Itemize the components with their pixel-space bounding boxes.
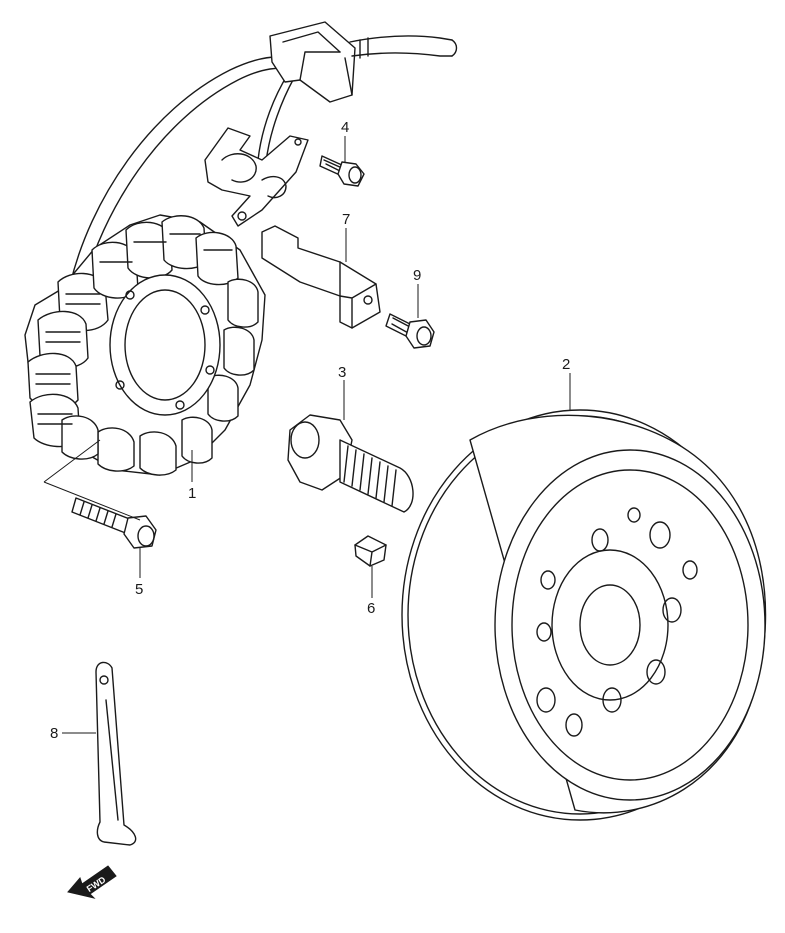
callout-7: 7 — [342, 211, 350, 228]
flywheel-rotor-2 — [401, 409, 767, 821]
bracket-7 — [261, 225, 381, 329]
callout-1: 1 — [188, 485, 196, 502]
callout-labels: 1 2 3 4 5 6 7 8 9 — [50, 119, 570, 742]
callout-6: 6 — [367, 600, 375, 617]
screw-4 — [319, 155, 365, 187]
lever-tool-8 — [95, 661, 137, 846]
stator-coil — [24, 214, 266, 476]
screw-9 — [385, 313, 435, 349]
wire-harness — [69, 21, 458, 293]
callout-2: 2 — [562, 356, 570, 373]
callout-5: 5 — [135, 581, 143, 598]
callout-9: 9 — [413, 267, 421, 284]
rotor-bolt-3 — [287, 414, 414, 513]
key-6 — [354, 535, 387, 567]
callout-3: 3 — [338, 364, 346, 381]
callout-4: 4 — [341, 119, 349, 136]
wire-clamp-plate — [204, 127, 309, 227]
fwd-arrow-icon: FWD — [67, 865, 117, 899]
screw-5 — [71, 497, 157, 549]
callout-8: 8 — [50, 725, 58, 742]
leader-lines — [43, 136, 571, 734]
